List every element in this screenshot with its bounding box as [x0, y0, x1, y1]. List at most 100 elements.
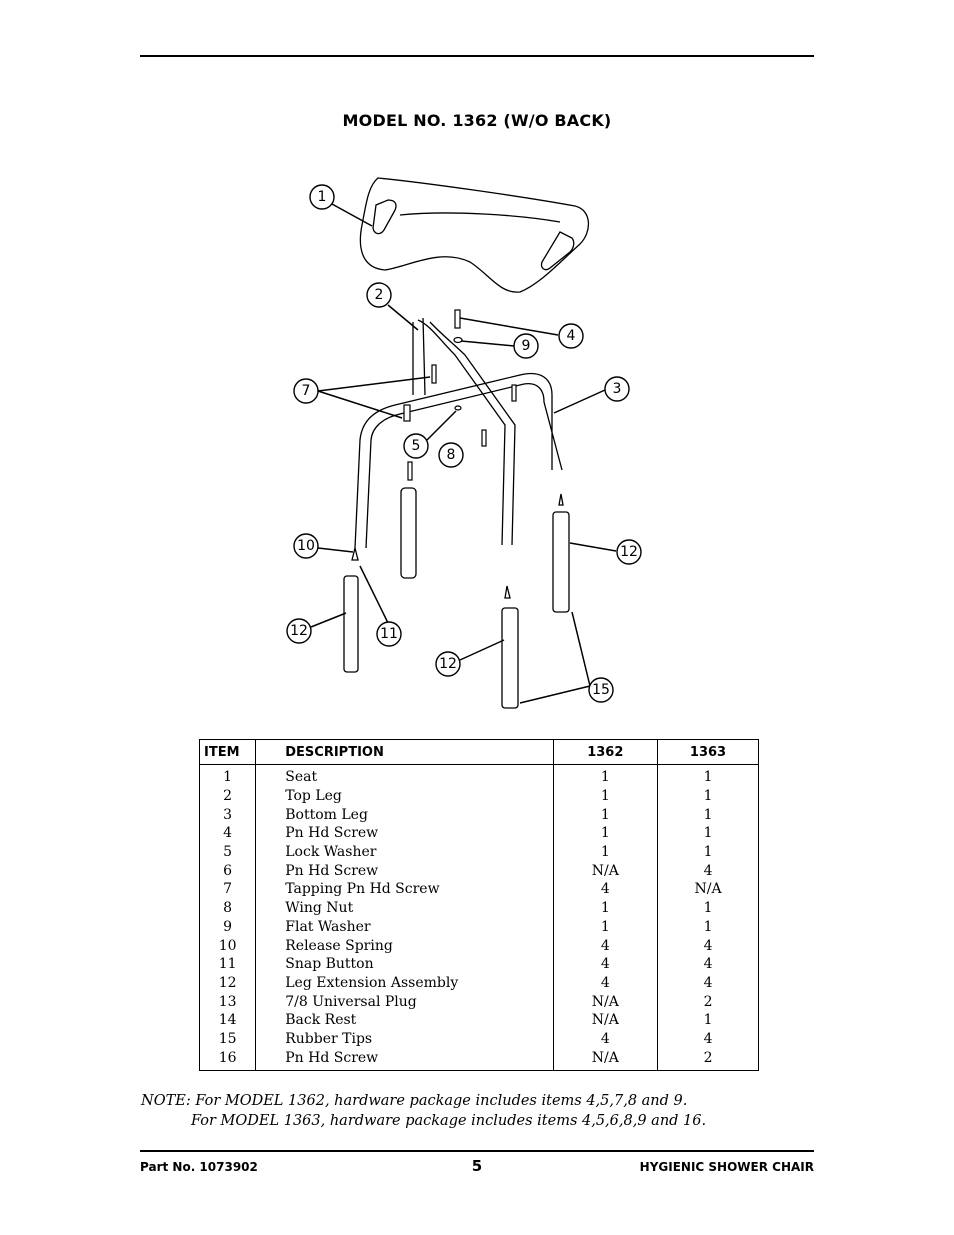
item-description: Seat	[255, 764, 554, 787]
leg-frame	[354, 317, 563, 549]
item-description: Bottom Leg	[255, 805, 554, 825]
svg-text:3: 3	[613, 381, 622, 397]
qty-1362: N/A	[553, 992, 659, 1011]
callout-4: 4	[558, 323, 584, 349]
item-number: 13	[199, 992, 257, 1011]
qty-1363: 1	[703, 918, 713, 935]
item-description: Leg Extension Assembly	[255, 973, 554, 993]
seat-part	[359, 177, 590, 293]
svg-text:12: 12	[620, 544, 638, 560]
qty-1363: 1	[703, 788, 713, 805]
qty-1362: N/A	[553, 861, 659, 881]
item-number: 14	[199, 1010, 257, 1030]
item-number: 12	[199, 973, 257, 993]
callout-1: 1	[309, 184, 335, 210]
item-number: 10	[199, 936, 257, 955]
svg-text:12: 12	[290, 623, 308, 639]
item-number: 3	[199, 805, 257, 825]
item-number: 5	[199, 842, 257, 862]
item-description: Back Rest	[255, 1010, 554, 1030]
item-description: 7/8 Universal Plug	[255, 992, 554, 1011]
hardware-note: NOTE: For MODEL 1362, hardware package i…	[141, 1091, 821, 1131]
item-number: 2	[199, 786, 257, 806]
column-header-1363: 1363	[657, 739, 759, 765]
callout-11: 11	[376, 621, 402, 647]
column-header-description: DESCRIPTION	[255, 739, 554, 765]
qty-1363: 2	[703, 1049, 713, 1066]
item-description: Snap Button	[255, 954, 554, 974]
callout-5: 5	[403, 433, 429, 459]
callout-15: 15	[588, 677, 614, 703]
qty-1363: N/A	[694, 881, 722, 898]
item-description: Pn Hd Screw	[255, 1048, 554, 1071]
qty-1362: 1	[553, 824, 659, 843]
qty-1363: 4	[703, 1030, 713, 1047]
callout-10: 10	[293, 533, 319, 559]
qty-1363: 1	[703, 844, 713, 861]
qty-1362: 4	[553, 880, 659, 899]
qty-1363: 1	[703, 900, 713, 917]
footer-product-name: HYGIENIC SHOWER CHAIR	[639, 1160, 814, 1174]
qty-1362: 1	[553, 764, 659, 787]
callout-7: 7	[293, 378, 319, 404]
item-description: Wing Nut	[255, 898, 554, 918]
item-description: Tapping Pn Hd Screw	[255, 880, 554, 899]
column-header-item: ITEM	[199, 739, 257, 765]
callout-2: 2	[366, 282, 392, 308]
item-description: Flat Washer	[255, 917, 554, 937]
callout-9: 9	[513, 333, 539, 359]
qty-1363: 4	[703, 937, 713, 954]
callout-12: 12	[286, 618, 312, 644]
svg-text:2: 2	[375, 287, 384, 303]
svg-text:12: 12	[439, 656, 457, 672]
svg-text:15: 15	[592, 682, 610, 698]
qty-1362: 1	[553, 917, 659, 937]
item-number: 8	[199, 898, 257, 918]
item-number: 6	[199, 861, 257, 881]
note-line-1363: For MODEL 1363, hardware package include…	[191, 1113, 707, 1129]
svg-text:9: 9	[522, 338, 531, 354]
footer-page-number: 5	[471, 1157, 483, 1175]
leg-extensions	[343, 487, 570, 709]
svg-text:5: 5	[412, 438, 421, 454]
page-title: MODEL NO. 1362 (W/O BACK)	[342, 111, 612, 130]
note-line-1362: NOTE: For MODEL 1362, hardware package i…	[141, 1093, 688, 1109]
item-description: Lock Washer	[255, 842, 554, 862]
item-description: Rubber Tips	[255, 1029, 554, 1049]
leader-lines	[310, 203, 617, 704]
item-description: Release Spring	[255, 936, 554, 955]
bottom-rule	[140, 1150, 814, 1152]
qty-1362: 4	[553, 973, 659, 993]
svg-text:7: 7	[302, 383, 311, 399]
qty-1362: N/A	[553, 1010, 659, 1030]
qty-1363: 1	[703, 825, 713, 842]
item-number: 16	[199, 1048, 257, 1071]
qty-1363: 1	[703, 1012, 713, 1029]
svg-text:11: 11	[380, 626, 398, 642]
top-rule	[140, 55, 814, 57]
callout-8: 8	[438, 442, 464, 468]
item-number: 4	[199, 824, 257, 843]
callout-3: 3	[604, 376, 630, 402]
qty-1363: 4	[703, 956, 713, 973]
qty-1363: 1	[703, 769, 713, 786]
item-number: 7	[199, 880, 257, 899]
qty-1362: 1	[553, 786, 659, 806]
svg-text:8: 8	[447, 447, 456, 463]
qty-1362: 4	[553, 1029, 659, 1049]
